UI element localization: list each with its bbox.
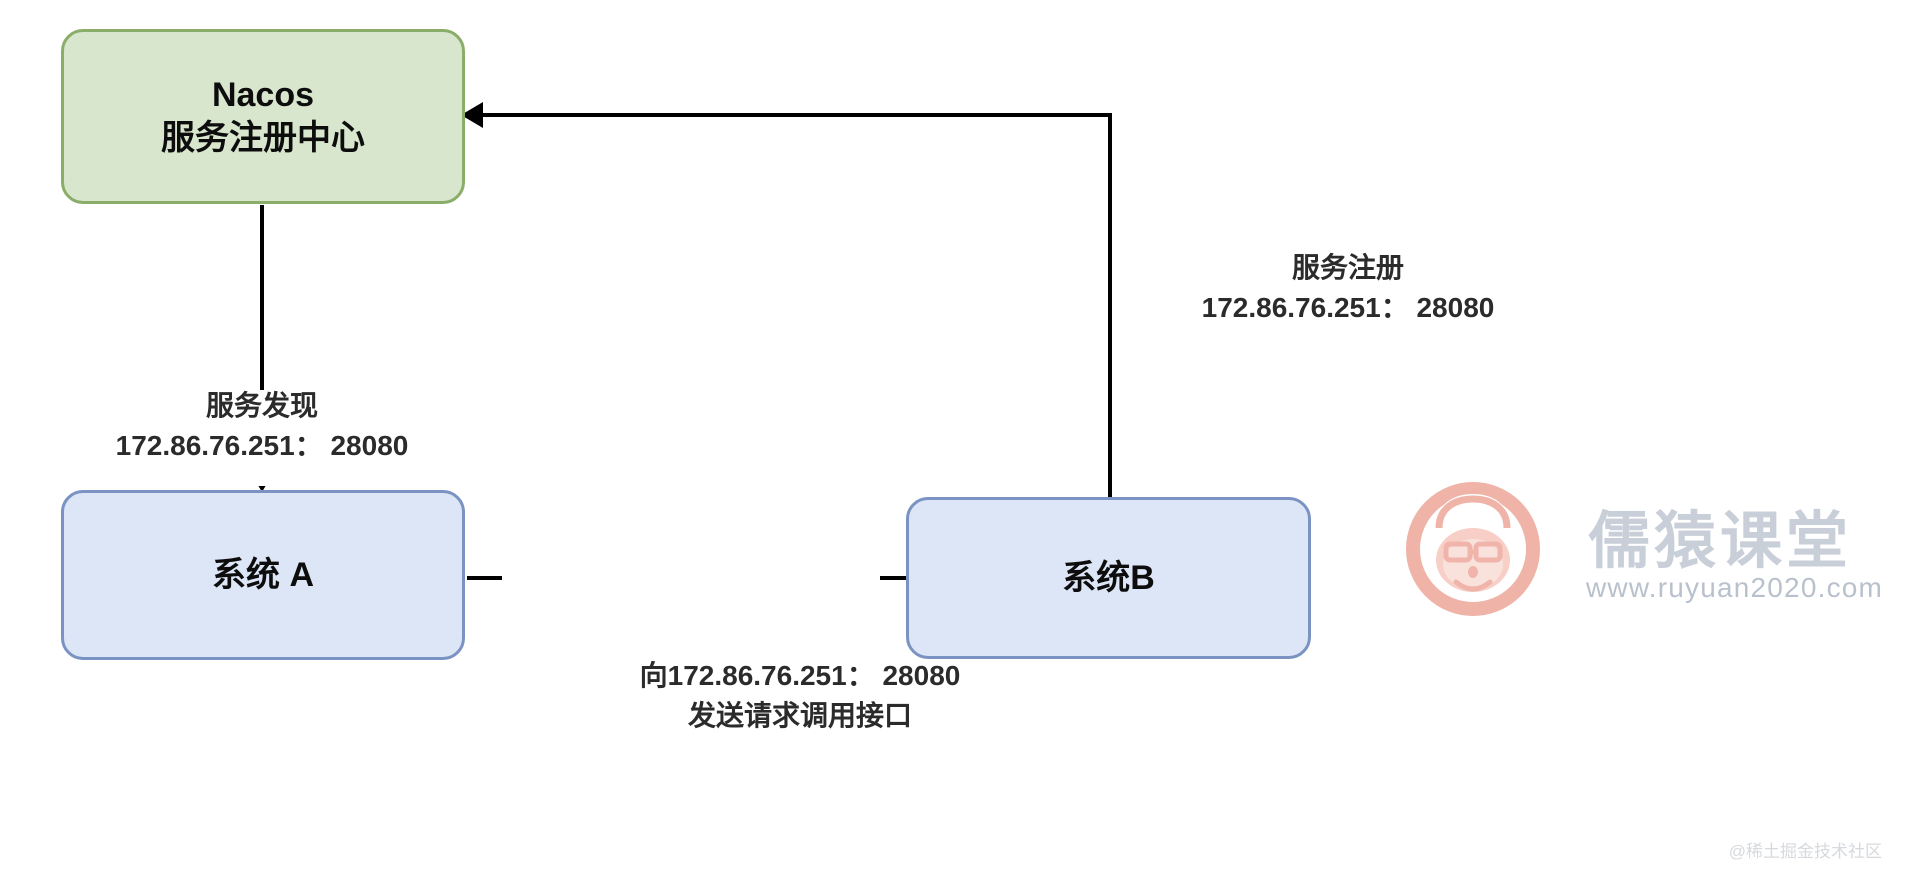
service-register-label-line1: 服务注册 <box>1291 252 1404 283</box>
credit-text: @稀土掘金技术社区 <box>1728 842 1882 861</box>
service-discovery-label-line1: 服务发现 <box>205 390 318 421</box>
system-b-node[interactable]: 系统B <box>906 497 1311 659</box>
nacos-node[interactable]: Nacos 服务注册中心 <box>61 29 465 204</box>
system-a-node[interactable]: 系统 A <box>61 490 465 660</box>
invoke-label-backdrop <box>502 546 880 610</box>
service-discovery-label: 服务发现 172.86.76.251： 28080 <box>62 386 462 466</box>
service-invoke-label: 向172.86.76.251： 28080 发送请求调用接口 <box>600 656 1000 736</box>
service-invoke-label-line1: 向172.86.76.251： 28080 <box>639 660 961 691</box>
service-register-label-line2: 172.86.76.251： 28080 <box>1201 291 1495 323</box>
service-invoke-label-line2: 发送请求调用接口 <box>687 699 912 731</box>
nacos-subtitle: 服务注册中心 <box>161 118 365 157</box>
register-label-backdrop <box>1150 250 1490 350</box>
service-register-arrow <box>461 102 1112 497</box>
system-b-title: 系统B <box>1062 558 1155 597</box>
discover-label-backdrop <box>70 390 450 486</box>
service-register-label: 服务注册 172.86.76.251： 28080 <box>1148 248 1548 328</box>
system-a-title: 系统 A <box>212 555 314 594</box>
service-discovery-label-line2: 172.86.76.251： 28080 <box>115 429 409 461</box>
nacos-title: Nacos <box>211 76 315 115</box>
